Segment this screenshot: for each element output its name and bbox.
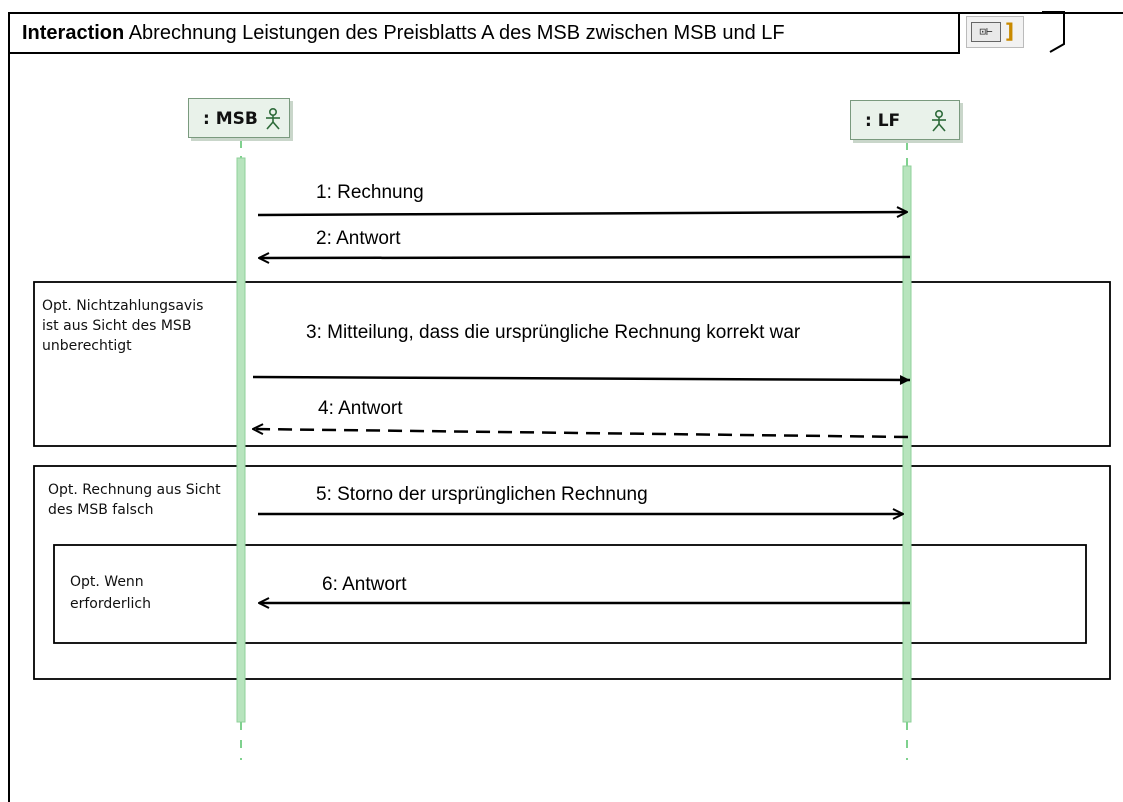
message-label-3: 3: Mitteilung, dass die ursprüngliche Re… xyxy=(306,322,801,343)
frame-title-text: Abrechnung Leistungen des Preisblatts A … xyxy=(128,22,785,44)
fragment-guard-2: Opt. Rechnung aus Sicht des MSB falsch xyxy=(48,482,221,518)
message-arrow-m3 xyxy=(252,374,911,385)
message-arrow-m4 xyxy=(253,429,909,439)
message-label-6: 6: Antwort xyxy=(322,574,407,595)
lifeline-head-msb[interactable]: : MSB xyxy=(188,98,290,138)
lifeline-label-lf: : LF xyxy=(865,111,901,131)
frame-title: Interaction Abrechnung Leistungen des Pr… xyxy=(10,14,1060,52)
message-label-2: 2: Antwort xyxy=(316,228,401,249)
title-tab-underline xyxy=(8,52,960,54)
message-label-1: 1: Rechnung xyxy=(316,182,424,203)
fragment-box-f3 xyxy=(53,544,1087,644)
lifeline-label-msb: : MSB xyxy=(203,109,258,129)
message-label-4: 4: Antwort xyxy=(318,398,403,419)
folded-corner-icon xyxy=(1042,11,1065,53)
title-tab-edge xyxy=(958,12,960,54)
activation-bar-lf xyxy=(902,165,912,723)
message-arrow-m1 xyxy=(257,212,907,215)
frame-keyword: Interaction xyxy=(22,22,125,44)
fragment-box-f2 xyxy=(33,465,1111,680)
lifeline-head-lf[interactable]: : LF xyxy=(850,100,960,140)
sequence-diagram-icon: ⊡⊢ xyxy=(971,22,1001,42)
message-arrow-m2 xyxy=(259,257,911,258)
bracket-icon: ] xyxy=(1005,19,1015,43)
message-label-5: 5: Storno der ursprünglichen Rechnung xyxy=(316,484,648,505)
fragment-box-f1 xyxy=(33,281,1111,447)
fragment-guard-1: Opt. Nichtzahlungsavis ist aus Sicht des… xyxy=(42,298,204,354)
actor-icon xyxy=(266,108,280,130)
diagram-type-icon[interactable]: ⊡⊢ ] xyxy=(966,16,1024,48)
interaction-frame xyxy=(8,12,1123,802)
activation-bar-msb xyxy=(236,157,246,723)
fragment-guard-3: Opt. Wenn erforderlich xyxy=(70,574,151,612)
actor-icon xyxy=(932,110,946,132)
